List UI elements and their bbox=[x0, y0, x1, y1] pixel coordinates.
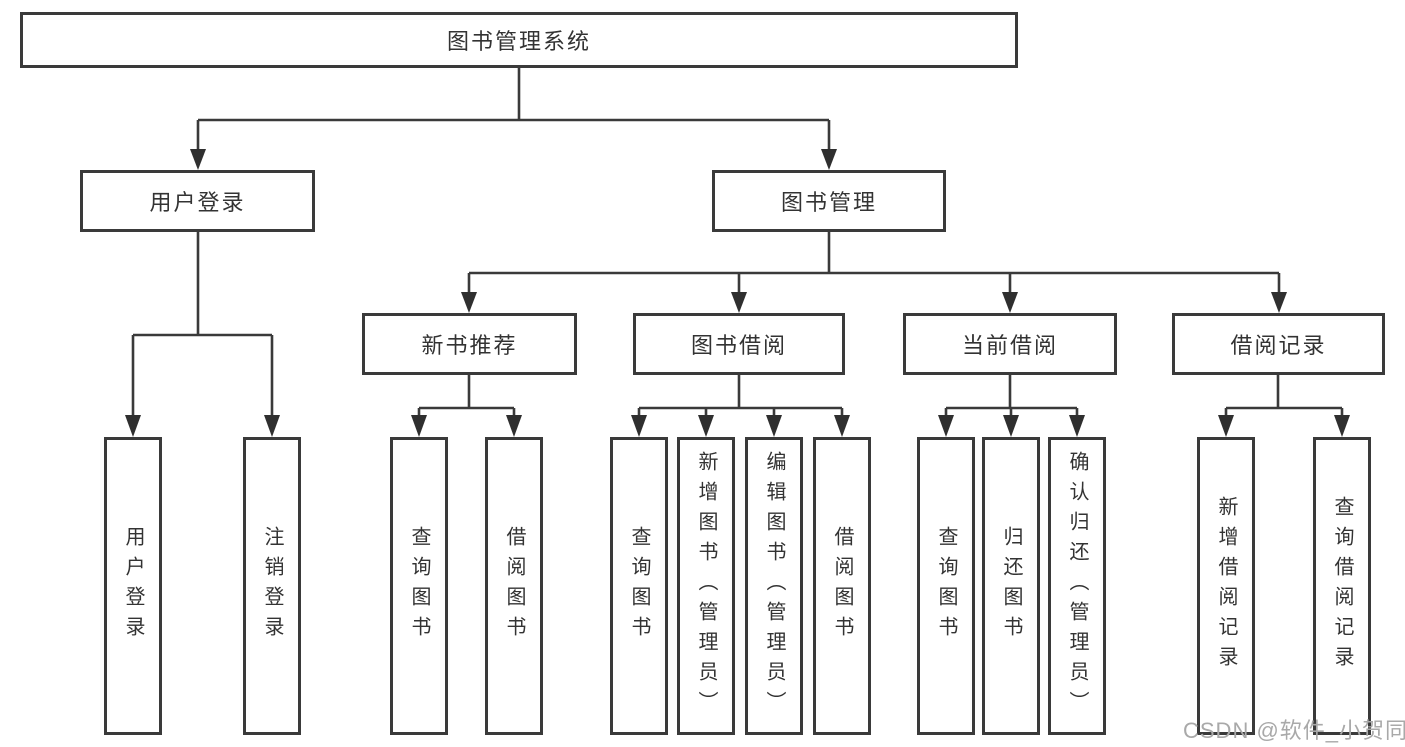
leaf-query-books-borrowing: 查询图书 bbox=[610, 437, 668, 735]
leaf-borrow-books-recommend: 借阅图书 bbox=[485, 437, 543, 735]
leaf-confirm-return-admin: 确认归还（管理员） bbox=[1048, 437, 1106, 735]
leaf-label: 归还图书 bbox=[1000, 526, 1022, 646]
arrow-icon bbox=[1069, 415, 1085, 437]
connector-section-drops bbox=[419, 375, 1342, 410]
leaf-logout: 注销登录 bbox=[243, 437, 301, 735]
leaf-query-borrow-record: 查询借阅记录 bbox=[1313, 437, 1371, 735]
leaf-label: 查询图书 bbox=[628, 526, 650, 646]
connector-book-management-subtree bbox=[467, 232, 1281, 293]
arrow-icon bbox=[834, 415, 850, 437]
arrow-icon bbox=[1218, 415, 1234, 437]
arrow-icon bbox=[731, 292, 747, 313]
leaf-return-books: 归还图书 bbox=[982, 437, 1040, 735]
leaf-label: 编辑图书（管理员） bbox=[763, 451, 785, 721]
node-borrowing-records: 借阅记录 bbox=[1172, 313, 1385, 375]
csdn-watermark: CSDN @软件_小贺同学 bbox=[1183, 718, 1405, 743]
arrow-icon bbox=[821, 149, 837, 170]
arrow-icon bbox=[698, 415, 714, 437]
connector-leaf-stems bbox=[417, 408, 1344, 416]
leaf-label: 借阅图书 bbox=[831, 526, 853, 646]
leaf-add-books-admin: 新增图书（管理员） bbox=[677, 437, 735, 735]
leaf-label: 新增图书（管理员） bbox=[695, 451, 717, 721]
arrow-icon bbox=[631, 415, 647, 437]
leaf-add-borrow-record: 新增借阅记录 bbox=[1197, 437, 1255, 735]
leaf-label: 用户登录 bbox=[122, 526, 144, 646]
arrow-icon bbox=[938, 415, 954, 437]
leaf-user-login: 用户登录 bbox=[104, 437, 162, 735]
arrow-icon bbox=[506, 415, 522, 437]
node-book-borrowing: 图书借阅 bbox=[633, 313, 845, 375]
leaf-query-books-recommend: 查询图书 bbox=[390, 437, 448, 735]
leaf-label: 查询借阅记录 bbox=[1331, 496, 1353, 676]
node-current-borrowing: 当前借阅 bbox=[903, 313, 1117, 375]
arrow-icon bbox=[411, 415, 427, 437]
arrow-icon bbox=[264, 415, 280, 437]
leaf-edit-books-admin: 编辑图书（管理员） bbox=[745, 437, 803, 735]
arrow-icon bbox=[1003, 415, 1019, 437]
arrow-icon bbox=[766, 415, 782, 437]
arrow-icon bbox=[125, 415, 141, 437]
node-new-book-recommendation: 新书推荐 bbox=[362, 313, 577, 375]
leaf-label: 借阅图书 bbox=[503, 526, 525, 646]
arrowheads bbox=[125, 149, 1350, 437]
leaf-label: 确认归还（管理员） bbox=[1066, 451, 1088, 721]
arrow-icon bbox=[1002, 292, 1018, 313]
leaf-label: 查询图书 bbox=[408, 526, 430, 646]
node-book-management: 图书管理 bbox=[712, 170, 946, 232]
leaf-query-books-current: 查询图书 bbox=[917, 437, 975, 735]
leaf-label: 查询图书 bbox=[935, 526, 957, 646]
connector-user-login-subtree bbox=[131, 232, 274, 416]
connector-root-to-level2 bbox=[196, 68, 831, 150]
leaf-label: 新增借阅记录 bbox=[1215, 496, 1237, 676]
node-user-login: 用户登录 bbox=[80, 170, 315, 232]
leaf-borrow-books-borrowing: 借阅图书 bbox=[813, 437, 871, 735]
arrow-icon bbox=[1271, 292, 1287, 313]
arrow-icon bbox=[190, 149, 206, 170]
node-library-management-system: 图书管理系统 bbox=[20, 12, 1018, 68]
arrow-icon bbox=[1334, 415, 1350, 437]
arrow-icon bbox=[461, 292, 477, 313]
leaf-label: 注销登录 bbox=[261, 526, 283, 646]
